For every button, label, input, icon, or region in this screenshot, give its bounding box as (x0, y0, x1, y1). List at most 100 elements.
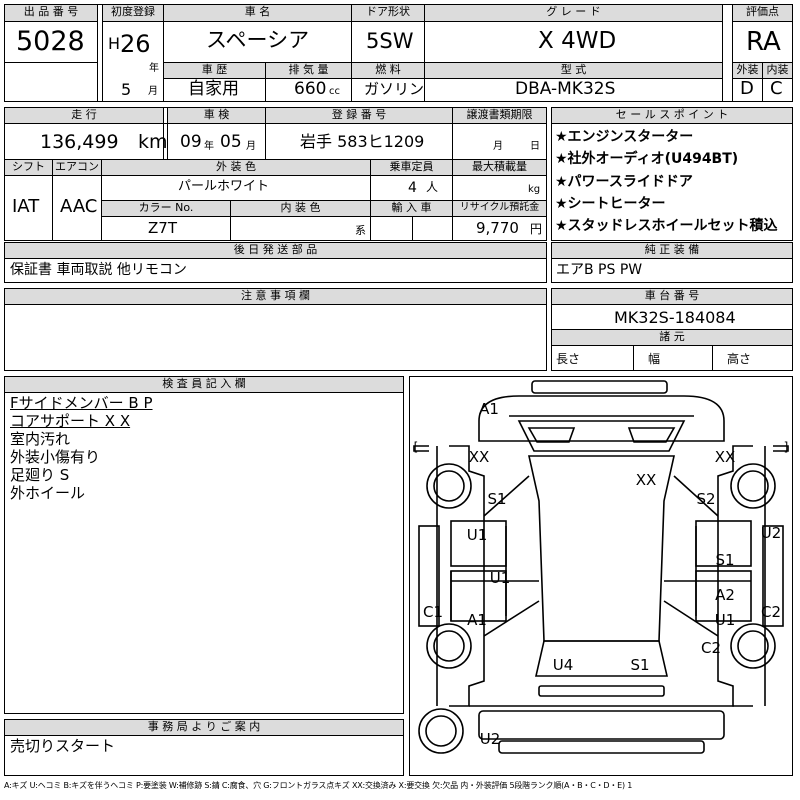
inspector-header: 検 査 員 記 入 欄 (5, 377, 403, 392)
history-header: 車 歴 (164, 63, 265, 78)
air-conditioner: AAC (60, 196, 98, 217)
damage-mark-u1: U1 (467, 526, 488, 544)
plate-number: 岩手 583ヒ1209 (300, 132, 425, 151)
inspector-line: コアサポート X X (10, 412, 131, 430)
damage-mark-a2: A2 (715, 586, 735, 604)
body-color: パールホワイト (178, 179, 270, 194)
equipment-header: 純 正 装 備 (552, 243, 792, 258)
displacement: 660 (294, 79, 327, 99)
door-type: 5SW (366, 29, 414, 53)
inspection-year: 09 (180, 132, 202, 152)
bracket-left: [ (414, 440, 419, 454)
mileage-header: 走 行 (5, 108, 163, 123)
damage-mark-u1: U1 (715, 611, 736, 629)
inspection-year-unit: 年 (204, 141, 214, 152)
damage-mark-s1: S1 (487, 490, 506, 508)
transfer-header: 譲渡書類期限 (453, 108, 546, 123)
damage-mark-c2: C2 (701, 639, 721, 657)
interior-grade: C (770, 78, 783, 99)
transfer-day: 日 (530, 141, 540, 152)
damage-mark-xx: XX (469, 448, 490, 466)
inspection-header: 車 検 (168, 108, 265, 123)
era: H (108, 34, 121, 53)
sales-points-block (551, 107, 793, 241)
model-header: 型 式 (425, 63, 722, 78)
sales-point-item: ★スタッドレスホイールセット積込 (555, 218, 778, 234)
capacity-unit: 人 (426, 180, 439, 194)
recycle-unit: 円 (530, 222, 543, 236)
recycle-fee: 9,770 (476, 219, 519, 237)
color-no-header: カラー No. (102, 201, 230, 216)
inspector-line: Fサイドメンバー B P (10, 394, 153, 412)
max-load-header: 最大積載量 (453, 160, 546, 175)
plate-header: 登 録 番 号 (266, 108, 452, 123)
shift: IAT (12, 196, 40, 217)
damage-mark-s2: S2 (696, 490, 715, 508)
sales-point-item: ★シートヒーター (555, 196, 666, 212)
recycle-header: リサイクル預託金 (453, 201, 546, 216)
interior-header: 内装 (763, 63, 792, 78)
first-reg-year: 26 (120, 30, 151, 58)
score: RA (746, 27, 781, 57)
shift-header: シフト (5, 160, 52, 175)
length-label: 長さ (556, 352, 581, 366)
interior-color-unit: 系 (355, 224, 366, 237)
mileage: 136,499 (40, 131, 119, 153)
inspection-month: 05 (220, 132, 242, 152)
inspector-line: 外ホイール (10, 484, 86, 502)
door-header: ドア形状 (352, 5, 424, 21)
sales-points-header: セ ー ル ス ポ イ ン ト (552, 108, 792, 123)
exterior-header: 外装 (733, 63, 762, 78)
inspector-line: 外装小傷有り (10, 448, 101, 466)
car-diagram: A1 XX XX XX S1 S2 U1 U2 S1 U1 A2 C1 A1 U… (413, 380, 789, 754)
history: 自家用 (188, 79, 239, 99)
bracket-right: ] (784, 440, 789, 454)
damage-mark-a1: A1 (467, 611, 487, 629)
capacity-header: 乗車定員 (371, 160, 452, 175)
legend: A:キズ U:ヘコミ B:キズを伴うヘコミ P:要塗装 W:補修跡 S:錆 C:… (4, 781, 633, 790)
damage-mark-c2: C2 (761, 603, 781, 621)
inspector-block (4, 376, 404, 714)
inspector-line: 室内汚れ (10, 430, 71, 448)
displacement-header: 排 気 量 (266, 63, 351, 78)
shipping-parts-text: 保証書 車両取説 他リモコン (10, 262, 187, 278)
damage-mark-u2: U2 (480, 730, 501, 748)
exterior-grade: D (740, 78, 754, 99)
chassis-number: MK32S-184084 (614, 308, 736, 327)
damage-mark-u4: U4 (553, 656, 574, 674)
damage-mark-s1: S1 (630, 656, 649, 674)
damage-mark-a1: A1 (479, 400, 499, 418)
damage-mark-xx: XX (636, 471, 657, 489)
inspector-line: 足廻り S (10, 466, 70, 484)
fuel-header: 燃 料 (352, 63, 424, 78)
sales-point-item: ★パワースライドドア (555, 174, 693, 190)
car-name: スペーシア (206, 28, 310, 52)
color-header: 外 装 色 (102, 160, 370, 175)
sales-point-item: ★エンジンスターター (555, 129, 694, 145)
damage-mark-u1: U1 (490, 569, 511, 587)
damage-mark-xx: XX (715, 448, 736, 466)
sales-point-item: ★社外オーディオ(U494BT) (555, 151, 739, 167)
grade: X 4WD (538, 28, 617, 54)
damage-mark-c1: C1 (423, 603, 443, 621)
fuel: ガソリン (364, 80, 425, 98)
car-name-header: 車 名 (164, 5, 351, 21)
damage-mark-u2: U2 (761, 524, 782, 542)
width-label: 幅 (648, 352, 661, 366)
model: DBA-MK32S (515, 79, 616, 99)
first-reg-month: 5 (121, 80, 132, 99)
first-reg-year-unit: 年 (149, 63, 159, 74)
first-reg-header: 初度登録 (103, 5, 163, 21)
transfer-month: 月 (493, 141, 503, 152)
displacement-unit: cc (329, 86, 340, 97)
notes-header: 注 意 事 項 欄 (5, 289, 546, 304)
mileage-unit: km (138, 131, 168, 153)
ac-header: エアコン (53, 160, 101, 175)
lot-number-header: 出 品 番 号 (5, 5, 97, 21)
score-header: 評価点 (733, 5, 792, 21)
grade-header: グ レ ー ド (425, 5, 722, 21)
dimensions-header: 諸 元 (552, 330, 792, 345)
import-header: 輸 入 車 (371, 201, 452, 216)
equipment-text: エアB PS PW (556, 262, 643, 278)
color-number: Z7T (148, 219, 177, 237)
